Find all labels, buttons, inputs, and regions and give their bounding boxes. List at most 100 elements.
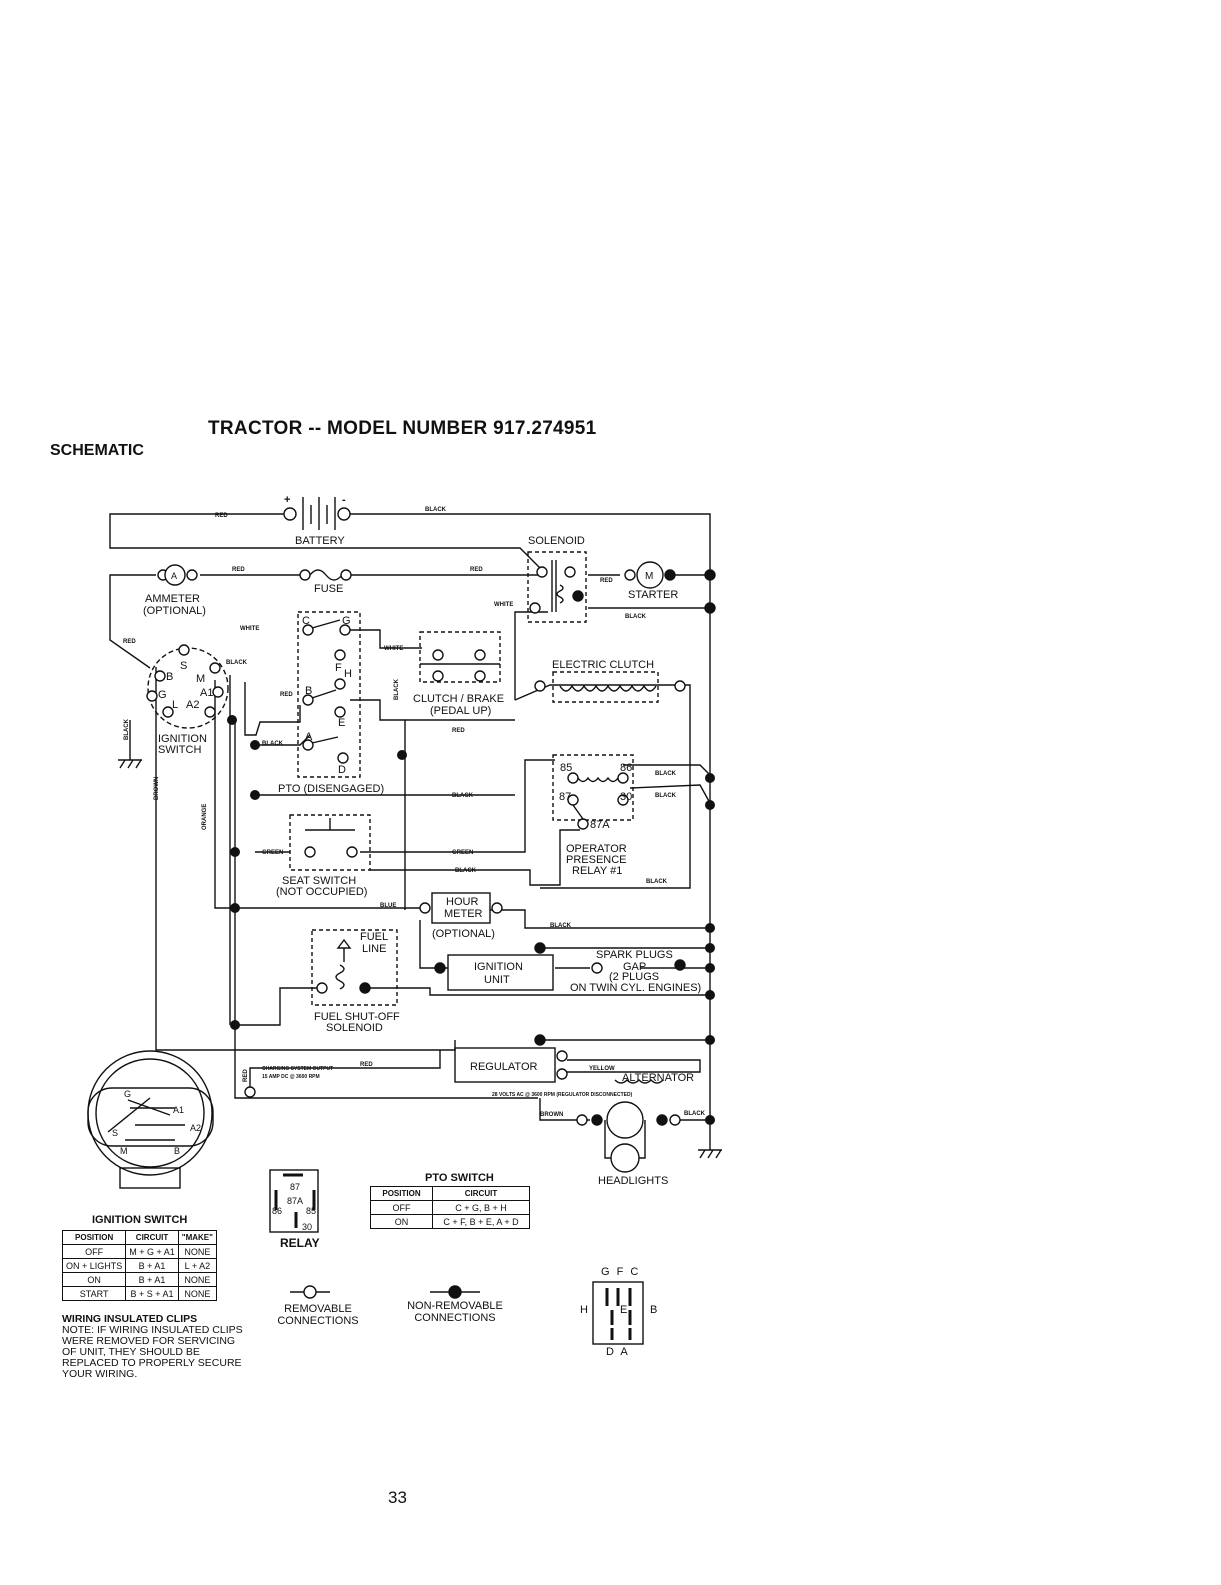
wire-black-9: BLACK: [646, 879, 668, 885]
legend-non-removable: NON-REMOVABLE CONNECTIONS: [395, 1300, 515, 1324]
ignition-plug-face-labels: G A1 A2 S M B: [112, 1089, 201, 1156]
wiring-note-heading: WIRING INSULATED CLIPS: [62, 1313, 198, 1325]
wire-yellow-1: YELLOW: [589, 1066, 615, 1072]
spark-plugs-note: ON TWIN CYL. ENGINES): [570, 982, 701, 994]
wire-green-1: GREEN: [262, 850, 283, 856]
pto-term-c: C: [302, 615, 310, 627]
table-cell: B + A1: [125, 1258, 179, 1273]
table-row: START B + S + A1 NONE: [61, 1286, 217, 1301]
operator-relay-label-2: PRESENCE: [566, 854, 627, 866]
fuse-symbol: [299, 569, 352, 581]
plug-face-a1: A1: [173, 1105, 184, 1115]
pto-term-f: F: [335, 662, 342, 674]
table-cell: B + S + A1: [125, 1286, 179, 1301]
pto-term-h: H: [344, 668, 352, 680]
wire-black-3: BLACK: [226, 660, 248, 666]
wire-black-5: BLACK: [655, 771, 677, 777]
wire-red-6: RED: [280, 692, 293, 698]
wire-black-1: BLACK: [425, 507, 447, 513]
legend-non-removable-symbol: [430, 1285, 480, 1299]
ammeter-symbol: [157, 564, 198, 586]
table-header-cell: CIRCUIT: [432, 1186, 530, 1201]
fuel-solenoid-label: FUEL SHUT-OFF: [314, 1011, 400, 1023]
spark-plug-symbol: [534, 942, 686, 974]
junction-dots: [227, 715, 715, 1125]
relay-term-30: 30: [620, 791, 632, 803]
battery-symbol: [283, 497, 351, 530]
fuel-line-label-2: LINE: [362, 943, 386, 955]
pto-term-e: E: [338, 717, 345, 729]
pto-connector-left: H: [580, 1304, 588, 1316]
wire-black-4: BLACK: [262, 741, 284, 747]
alternator-label: ALTERNATOR: [622, 1072, 694, 1084]
wire-orange-vertical: ORANGE: [202, 804, 208, 830]
ignition-switch-label-2: SWITCH: [158, 744, 201, 756]
electric-clutch-label: ELECTRIC CLUTCH: [552, 659, 654, 671]
ground-symbol-left: [118, 759, 142, 769]
table-row: OFF C + G, B + H: [370, 1200, 530, 1215]
wiring-note: WIRING INSULATED CLIPS NOTE: IF WIRING I…: [62, 1314, 252, 1380]
starter-symbol-letter: M: [645, 571, 653, 582]
alternator-output-label: 28 VOLTS AC @ 3600 RPM (REGULATOR DISCON…: [492, 1092, 633, 1098]
hour-meter-label-2: METER: [444, 908, 483, 920]
wire-red-8: RED: [360, 1062, 373, 1068]
ignition-plug-face: [87, 1050, 214, 1189]
wire-black-2: BLACK: [625, 614, 647, 620]
seat-switch-symbol: [289, 814, 371, 871]
headlights-label: HEADLIGHTS: [598, 1175, 668, 1187]
fuel-line-label: FUEL: [360, 931, 388, 943]
wiring-note-text: NOTE: IF WIRING INSULATED CLIPS WERE REM…: [62, 1324, 243, 1380]
wire-white-2: WHITE: [240, 626, 259, 632]
table-cell: NONE: [177, 1286, 217, 1301]
starter-symbol: [624, 561, 716, 614]
wire-red-4: RED: [600, 578, 613, 584]
ign-term-a2: A2: [186, 699, 199, 711]
wire-red-7: RED: [452, 728, 465, 734]
table-cell: L + A2: [177, 1258, 217, 1273]
headlights-symbol: [576, 1101, 681, 1173]
table-cell: C + F, B + E, A + D: [432, 1214, 530, 1229]
pto-connector-diagram: [592, 1281, 644, 1345]
wire-black-vertical: BLACK: [124, 718, 130, 740]
alternator-symbol: [567, 1059, 701, 1084]
clutch-brake-symbol: [419, 631, 501, 683]
table-cell: B + A1: [125, 1272, 179, 1287]
ignition-terminal-labels: B S M G A1 L A2: [158, 660, 213, 711]
seat-switch-label-2: (NOT OCCUPIED): [276, 886, 367, 898]
charging-output-label: CHARGING SYSTEM OUTPUT: [262, 1066, 333, 1072]
charging-test-point: [244, 1086, 256, 1098]
table-row: OFF M + G + A1 NONE: [61, 1244, 217, 1259]
pto-switch-symbol: [297, 611, 422, 778]
spark-plugs-label: SPARK PLUGS: [596, 949, 673, 961]
table-cell: ON: [370, 1214, 433, 1229]
solenoid-symbol: [527, 551, 587, 623]
pto-switch-table: POSITION CIRCUIT OFF C + G, B + H ON C +…: [370, 1186, 530, 1229]
clutch-brake-label-2: (PEDAL UP): [430, 705, 491, 717]
operator-relay-symbol: [552, 754, 634, 830]
wire-white-3: WHITE: [384, 646, 403, 652]
ign-term-b: B: [166, 671, 173, 683]
page-number: 33: [388, 1488, 407, 1507]
table-header-row: POSITION CIRCUIT: [370, 1186, 530, 1201]
wire-black-10: BLACK: [550, 923, 572, 929]
seat-switch-label: SEAT SWITCH: [282, 875, 356, 887]
charging-output-spec: 15 AMP DC @ 3600 RPM: [262, 1074, 320, 1080]
pto-connector-right: B: [650, 1304, 658, 1316]
fuse-label: FUSE: [314, 583, 343, 595]
plug-face-m: M: [120, 1146, 128, 1156]
wire-black-7: BLACK: [452, 793, 474, 799]
ignition-unit-symbol: [434, 954, 554, 991]
table-cell: OFF: [61, 1244, 127, 1259]
ignition-unit-label: IGNITION: [474, 961, 523, 973]
ign-term-g: G: [158, 689, 167, 701]
ignition-switch-label: IGNITION: [158, 733, 207, 745]
relay-pin-87: 87: [290, 1182, 300, 1192]
table-cell: ON + LIGHTS: [61, 1258, 127, 1273]
plug-face-g: G: [124, 1089, 131, 1099]
pto-label: PTO (DISENGAGED): [278, 783, 384, 795]
clutch-brake-label: CLUTCH / BRAKE: [413, 693, 504, 705]
operator-relay-label-3: RELAY #1: [572, 865, 622, 877]
battery-minus-label: -: [342, 494, 346, 506]
table-header-row: POSITION CIRCUIT "MAKE": [61, 1230, 217, 1245]
